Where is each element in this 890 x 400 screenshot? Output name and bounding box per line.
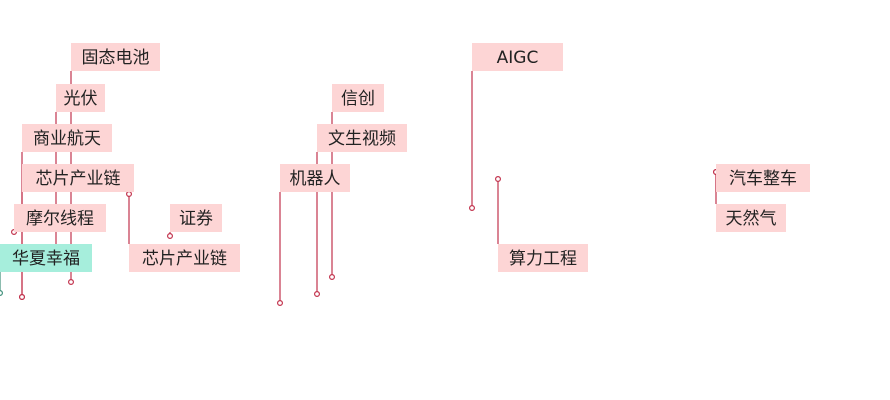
data-point[interactable] [125,191,132,198]
label-text: 华夏幸福 [12,249,80,269]
label-background [14,204,106,232]
label-text: 证券 [179,209,213,229]
label-text: 芯片产业链 [142,249,227,269]
point-label: 汽车整车 [716,164,810,192]
point-label: 摩尔线程 [14,204,106,232]
label-text: AIGC [497,48,539,68]
point-label: 光伏 [56,84,105,112]
label-text: 固态电池 [82,48,150,68]
label-text: 摩尔线程 [26,209,94,229]
point-label: 芯片产业链 [129,244,240,272]
label-background [22,124,112,152]
point-label: 固态电池 [71,43,160,71]
point-label: 华夏幸福 [0,244,92,272]
label-background [129,244,240,272]
label-background [56,84,105,112]
label-text: 汽车整车 [729,169,797,189]
label-text: 文生视频 [328,129,396,149]
data-point[interactable] [167,233,174,240]
point-label: 证券 [170,204,222,232]
point-label: 机器人 [280,164,350,192]
label-background [0,244,92,272]
label-text: 光伏 [64,89,98,109]
point-label: 信创 [332,84,384,112]
label-background [498,244,588,272]
label-text: 天然气 [726,209,777,229]
label-background [317,124,407,152]
data-point[interactable] [329,274,336,281]
label-background [71,43,160,71]
data-point[interactable] [469,205,476,212]
data-point[interactable] [495,176,502,183]
label-background [332,84,384,112]
label-text: 信创 [341,89,375,109]
data-point[interactable] [314,291,321,298]
label-text: 算力工程 [509,249,577,269]
point-label: AIGC [472,43,563,71]
point-label: 商业航天 [22,124,112,152]
label-layer: 固态电池光伏商业航天芯片产业链摩尔线程华夏幸福证券芯片产业链信创文生视频机器人A… [0,43,810,272]
data-point[interactable] [277,300,284,307]
label-text: 机器人 [290,169,341,189]
label-background [472,43,563,71]
label-background [716,164,810,192]
data-point[interactable] [19,294,26,301]
label-text: 商业航天 [33,129,101,149]
point-label: 文生视频 [317,124,407,152]
label-background [22,164,134,192]
point-label: 算力工程 [498,244,588,272]
point-label: 芯片产业链 [22,164,134,192]
label-text: 芯片产业链 [36,169,121,189]
point-label: 天然气 [716,204,786,232]
data-point[interactable] [67,279,74,286]
label-background [280,164,350,192]
label-background [170,204,222,232]
data-point[interactable] [0,290,3,296]
label-background [716,204,786,232]
